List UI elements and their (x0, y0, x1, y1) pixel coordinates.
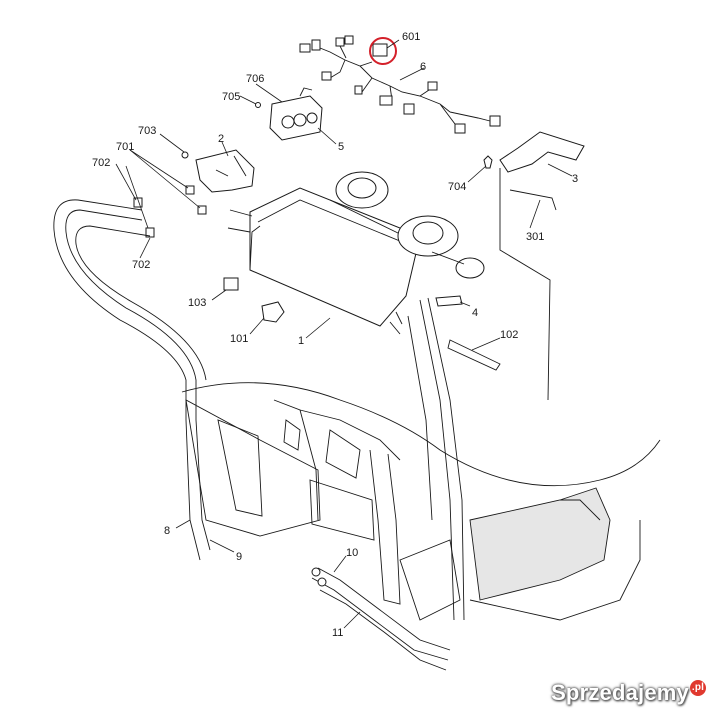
highlight-circle (369, 37, 397, 65)
label-101: 101 (230, 333, 248, 345)
heater-unit (227, 171, 485, 335)
label-3: 3 (572, 173, 578, 185)
label-2: 2 (218, 133, 224, 145)
label-301: 301 (526, 231, 544, 243)
label-705: 705 (222, 91, 240, 103)
watermark: Sprzedajemy.pl (551, 680, 706, 706)
label-11: 11 (332, 627, 343, 639)
label-702-bottom: 702 (132, 259, 150, 271)
control-panel (269, 87, 323, 141)
label-6: 6 (420, 61, 426, 73)
cab-body (181, 382, 661, 621)
tube-right-3 (407, 315, 433, 521)
screw-703 (181, 151, 189, 159)
part-4 (435, 295, 463, 307)
tube-right-1 (419, 299, 455, 621)
label-601: 601 (402, 31, 420, 43)
leader-lines (115, 39, 573, 629)
watermark-text: Sprzedajemy (551, 680, 689, 705)
label-4: 4 (472, 307, 478, 319)
bracket-3 (499, 131, 585, 401)
sensor-101 (261, 301, 285, 323)
label-8: 8 (164, 525, 170, 537)
watermark-suffix: .pl (690, 680, 706, 696)
label-5: 5 (338, 141, 344, 153)
hose-loop (53, 199, 211, 561)
label-702-top: 702 (92, 157, 110, 169)
label-701: 701 (116, 141, 134, 153)
tube-right-2 (427, 297, 465, 621)
label-10: 10 (346, 547, 358, 559)
rod-102 (447, 339, 501, 371)
label-1: 1 (298, 335, 304, 347)
bracket-2 (133, 149, 255, 238)
label-703: 703 (138, 125, 156, 137)
screw-705 (255, 102, 261, 108)
wiring-harness (299, 35, 501, 134)
sensor-103 (223, 277, 239, 291)
label-706: 706 (246, 73, 264, 85)
label-103: 103 (188, 297, 206, 309)
lower-hoses (311, 567, 451, 671)
label-9: 9 (236, 551, 242, 563)
label-704: 704 (448, 181, 466, 193)
label-102: 102 (500, 329, 518, 341)
part-labels: 601 6 706 705 5 703 2 701 702 702 704 3 … (92, 31, 578, 639)
